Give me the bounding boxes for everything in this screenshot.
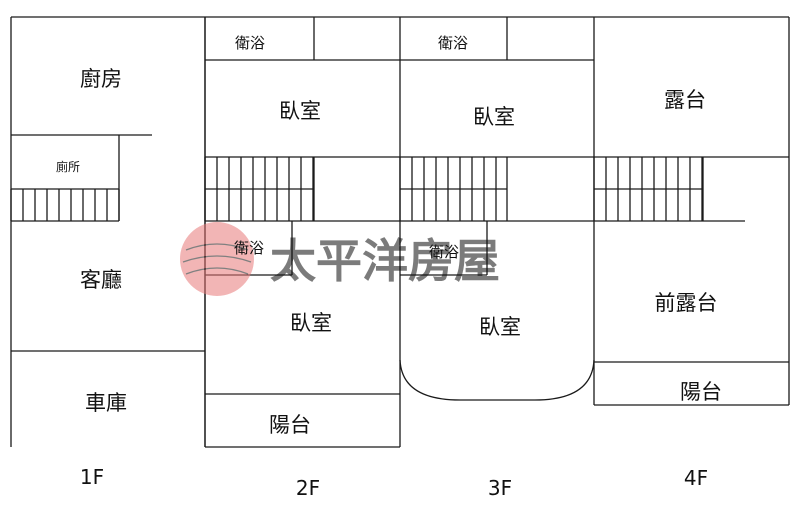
room-balcony-2f: 陽台 bbox=[269, 413, 311, 437]
room-bedroom-top-3f: 臥室 bbox=[473, 105, 515, 129]
watermark-logo-icon bbox=[180, 222, 254, 296]
room-toilet-1f: 廁所 bbox=[56, 159, 80, 174]
floor-label-1f: 1F bbox=[80, 465, 104, 489]
floor-label-3f: 3F bbox=[488, 476, 512, 500]
floor-label-4f: 4F bbox=[684, 466, 708, 490]
room-garage-1f: 車庫 bbox=[85, 391, 127, 415]
room-bedroom-main-3f: 臥室 bbox=[479, 315, 521, 339]
room-front-terrace-4f: 前露台 bbox=[655, 291, 718, 315]
room-bath-mid-3f: 衛浴 bbox=[429, 243, 459, 261]
room-bath-top-3f: 衛浴 bbox=[438, 34, 468, 52]
room-terrace-4f: 露台 bbox=[664, 88, 706, 112]
floor-4-walls bbox=[594, 16, 790, 406]
floor-label-2f: 2F bbox=[296, 476, 320, 500]
room-balcony-4f: 陽台 bbox=[680, 380, 722, 404]
floor-1-stairs bbox=[10, 189, 120, 221]
room-bath-top-2f: 衛浴 bbox=[235, 34, 265, 52]
watermark-text: 太平洋房屋 bbox=[270, 234, 500, 288]
floor-4-stairs bbox=[593, 157, 703, 221]
floor-3-walls bbox=[399, 16, 595, 405]
room-bedroom-top-2f: 臥室 bbox=[279, 99, 321, 123]
room-bedroom-main-2f: 臥室 bbox=[290, 311, 332, 335]
watermark: 太平洋房屋 bbox=[180, 222, 500, 296]
floor-3-stairs bbox=[399, 157, 507, 221]
room-bath-mid-2f: 衛浴 bbox=[234, 239, 264, 257]
room-living-1f: 客廳 bbox=[80, 268, 122, 292]
floor-2-stairs bbox=[204, 157, 314, 221]
room-kitchen-1f: 廚房 bbox=[80, 67, 122, 91]
